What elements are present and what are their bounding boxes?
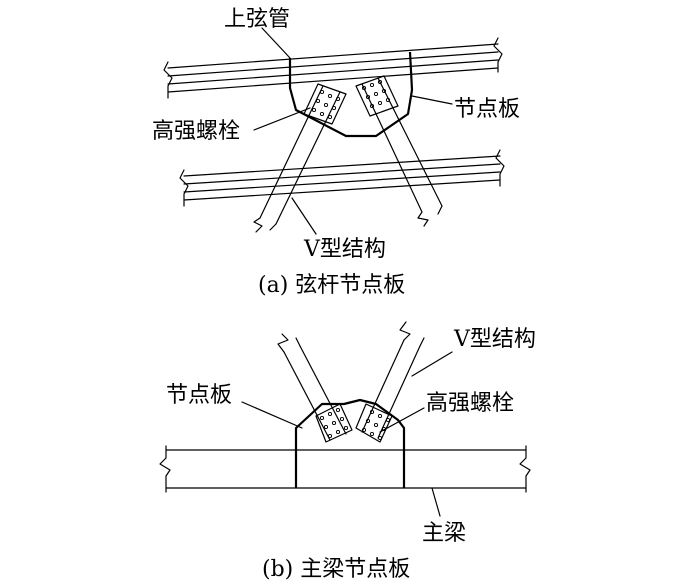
v-member-right-b xyxy=(355,321,425,443)
leader-v-struct-a xyxy=(291,197,317,235)
v-member-left-a xyxy=(253,83,347,233)
leader-bolts-b xyxy=(379,407,425,433)
leader-gusset-a xyxy=(411,95,453,105)
caption-a: (a) 弦杆节点板 xyxy=(258,273,405,298)
main-beam xyxy=(159,445,531,493)
diagram-a: 上弦管 节点板 高强螺栓 V型结构 (a) 弦杆节点板 xyxy=(152,7,520,298)
label-gusset-a: 节点板 xyxy=(454,97,520,122)
leader-v-struct-b xyxy=(411,351,453,377)
lower-chord-tube xyxy=(179,149,505,207)
v-member-right-a xyxy=(355,75,443,227)
caption-b: (b) 主梁节点板 xyxy=(262,557,410,582)
label-top-chord: 上弦管 xyxy=(224,7,290,32)
leader-top-chord xyxy=(261,27,291,59)
diagram-b: V型结构 节点板 高强螺栓 主梁 (b) 主梁节点板 xyxy=(159,321,536,582)
gusset-plate-a xyxy=(288,51,414,138)
label-main-beam: 主梁 xyxy=(422,521,466,546)
label-v-struct-b: V型结构 xyxy=(453,327,536,352)
leader-bolts-a xyxy=(253,107,311,131)
label-bolts-b: 高强螺栓 xyxy=(426,391,514,416)
bolt-group-a xyxy=(311,79,391,120)
gusset-plate-b xyxy=(294,398,406,488)
label-gusset-b: 节点板 xyxy=(166,383,232,408)
bolt-group-b xyxy=(319,407,391,441)
v-member-left-b xyxy=(277,333,353,443)
label-v-struct-a: V型结构 xyxy=(303,237,386,262)
leader-gusset-b xyxy=(241,401,303,429)
top-chord-tube xyxy=(163,37,503,99)
leader-main-beam xyxy=(431,487,441,517)
label-bolts-a: 高强螺栓 xyxy=(152,119,240,144)
